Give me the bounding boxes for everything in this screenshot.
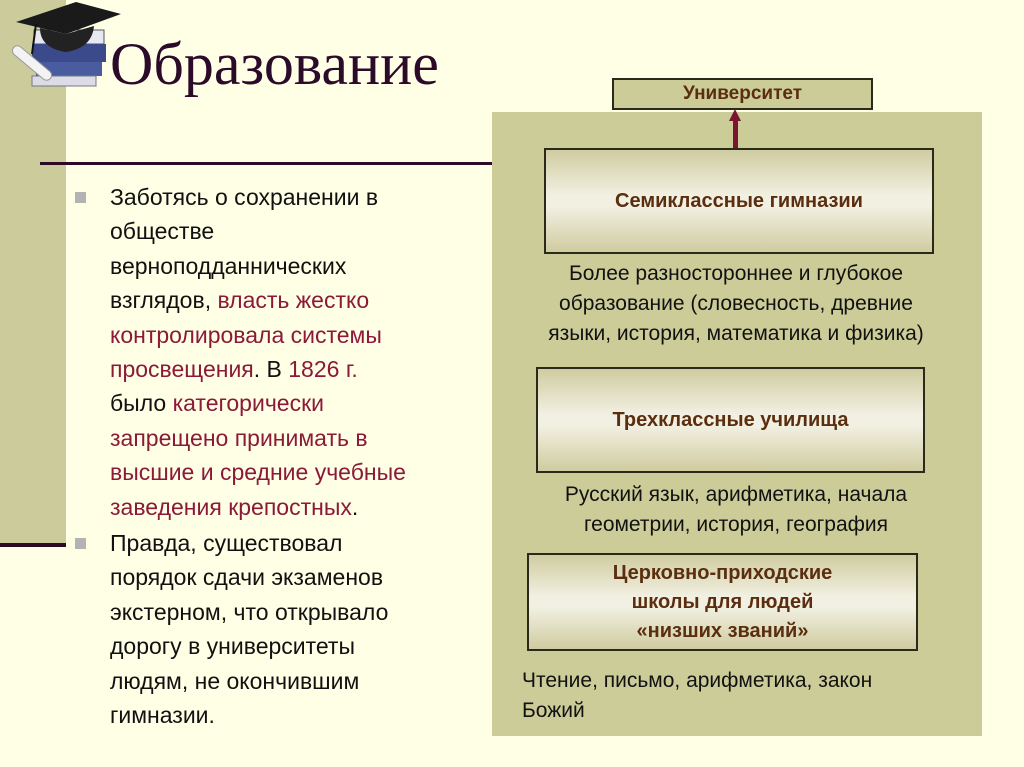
desc-line: Русский язык, арифметика, начала bbox=[564, 483, 908, 506]
desc-line: Более разностороннее и глубокое bbox=[568, 262, 904, 285]
highlighted-text: высшие и средние учебные bbox=[110, 459, 406, 486]
title-divider bbox=[40, 162, 492, 165]
uchilishcha-label: Трехклассные училища bbox=[612, 409, 849, 431]
text-line: экстерном, что открывало bbox=[110, 595, 490, 629]
bullet-paragraph: Правда, существовал порядок сдачи экзамен… bbox=[75, 526, 490, 732]
text-line: людям, не окончившим bbox=[110, 664, 490, 698]
highlighted-text: просвещения bbox=[110, 356, 254, 383]
text-segment: обществе bbox=[110, 218, 215, 245]
gymnasium-description: Более разностороннее и глубокое образова… bbox=[496, 259, 976, 349]
church-description: Чтение, письмо, арифметика, закон Божий bbox=[522, 666, 982, 726]
university-box: Университет bbox=[612, 78, 873, 110]
desc-line: языки, история, математика и физика) bbox=[548, 322, 924, 345]
highlighted-text: категорически bbox=[172, 390, 324, 417]
slide-title: Образование bbox=[110, 31, 439, 97]
text-segment: экстерном, что открывало bbox=[110, 598, 389, 625]
text-segment: верноподданнических bbox=[110, 252, 347, 279]
text-segment: . bbox=[351, 493, 359, 520]
text-line: верноподданнических bbox=[110, 249, 490, 283]
text-segment: было bbox=[110, 390, 173, 417]
text-segment: взглядов, bbox=[110, 287, 218, 314]
highlighted-text: власть жестко bbox=[217, 287, 370, 314]
text-segment: . В bbox=[253, 356, 289, 383]
uchilishcha-description: Русский язык, арифметика, начала геометр… bbox=[496, 480, 976, 540]
bullet-paragraph: Заботясь о сохранении в обществе верноподд… bbox=[75, 180, 490, 524]
text-line: Правда, существовал bbox=[110, 526, 490, 560]
uchilishcha-box: Трехклассные училища bbox=[536, 367, 925, 473]
text-segment: Правда, существовал bbox=[110, 530, 343, 557]
desc-line: Чтение, письмо, арифметика, закон bbox=[522, 669, 873, 692]
desc-line: геометрии, история, география bbox=[583, 513, 889, 536]
text-segment: людям, не окончившим bbox=[110, 667, 360, 694]
text-line: порядок сдачи экзаменов bbox=[110, 560, 490, 594]
highlighted-text: 1826 г. bbox=[288, 356, 358, 383]
university-label: Университет bbox=[682, 83, 803, 104]
text-line: обществе bbox=[110, 214, 490, 248]
highlighted-text: заведения крепостных bbox=[110, 493, 352, 520]
church-label-line: школы для людей bbox=[631, 590, 814, 613]
decorative-rule bbox=[0, 543, 66, 547]
graduation-cap-books-icon bbox=[11, 2, 121, 87]
text-segment: дорогу в университеты bbox=[110, 633, 355, 660]
gymnasium-label: Семиклассные гимназии bbox=[615, 190, 863, 212]
church-label-line: «низших званий» bbox=[636, 619, 809, 642]
text-line: просвещения. В 1826 г. bbox=[110, 352, 490, 386]
highlighted-text: контролировала системы bbox=[110, 321, 382, 348]
bullet-square-icon bbox=[75, 192, 86, 203]
text-line: запрещено принимать в bbox=[110, 421, 490, 455]
text-line: Заботясь о сохранении в bbox=[110, 180, 490, 214]
bullet-square-icon bbox=[75, 538, 86, 550]
arrow-up-icon bbox=[733, 120, 738, 149]
text-segment: порядок сдачи экзаменов bbox=[110, 564, 384, 591]
text-line: высшие и средние учебные bbox=[110, 455, 490, 489]
desc-line: Божий bbox=[522, 699, 585, 722]
text-line: взглядов, власть жестко bbox=[110, 283, 490, 317]
text-segment: гимназии. bbox=[110, 702, 215, 729]
church-school-box: Церковно-приходские школы для людей «низ… bbox=[527, 553, 918, 651]
gymnasium-box: Семиклассные гимназии bbox=[544, 148, 934, 254]
highlighted-text: запрещено принимать в bbox=[110, 424, 368, 451]
left-text-block: Заботясь о сохранении в обществе верноподд… bbox=[75, 180, 490, 733]
text-line: контролировала системы bbox=[110, 318, 490, 352]
left-decorative-strip bbox=[0, 0, 66, 544]
church-label-line: Церковно-приходские bbox=[612, 561, 833, 584]
text-line: было категорически bbox=[110, 386, 490, 420]
text-line: гимназии. bbox=[110, 698, 490, 732]
text-line: дорогу в университеты bbox=[110, 629, 490, 663]
desc-line: образование (словесность, древние bbox=[559, 292, 913, 315]
text-line: заведения крепостных. bbox=[110, 490, 490, 524]
text-segment: Заботясь о сохранении в bbox=[110, 184, 379, 210]
arrow-head-icon bbox=[729, 109, 741, 121]
